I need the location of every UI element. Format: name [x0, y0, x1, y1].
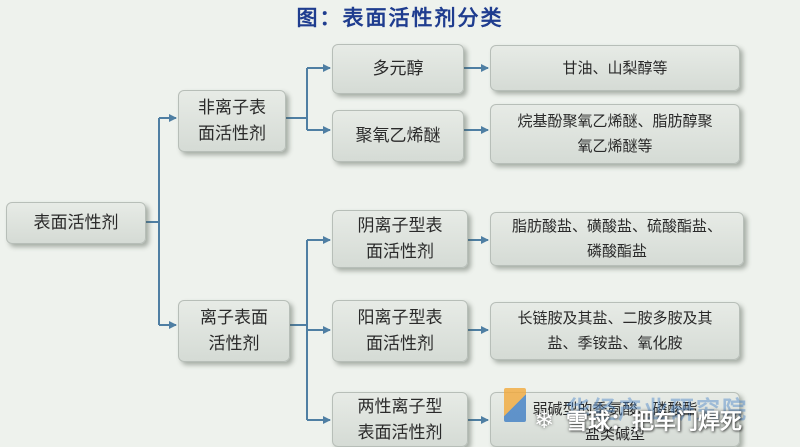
type-node-anionic: 阴离子型表 面活性剂 [332, 210, 468, 268]
example-text-line: 烷基酚聚氧乙烯醚、脂肪醇聚 [517, 112, 713, 130]
example-node-anionic: 脂肪酸盐、磺酸盐、硫酸酯盐、 磷酸酯盐 [490, 212, 744, 266]
example-node-polyol: 甘油、山梨醇等 [490, 45, 740, 91]
type-node-cationic: 阳离子型表 面活性剂 [332, 300, 468, 362]
branch-label-line: 离子表面 [200, 308, 268, 328]
org-logo [504, 388, 526, 422]
platform-name: 雪球 [566, 410, 611, 435]
snowball-icon: ❄ [533, 406, 555, 434]
type-label-line: 面活性剂 [366, 334, 434, 354]
branch-label-line: 活性剂 [208, 334, 260, 354]
root-label: 表面活性剂 [33, 213, 119, 233]
platform-watermark: 雪球：把车门焊死 [566, 404, 742, 436]
example-node-amphoteric: 弱碱型的季氨酸、磷酸酯 盐类碱型 [490, 392, 740, 447]
type-label: 多元醇 [372, 59, 424, 79]
example-text-line: 磷酸酯盐 [586, 242, 647, 260]
root-node: 表面活性剂 [6, 202, 146, 244]
type-label-line: 阴离子型表 [357, 216, 443, 236]
type-label-line: 两性离子型 [357, 396, 443, 417]
branch-label-line: 面活性剂 [198, 124, 266, 144]
type-label-line: 阳离子型表 [357, 308, 443, 328]
example-text-line: 盐类碱型 [584, 425, 645, 443]
example-text-line: 氧乙烯醚等 [577, 137, 653, 155]
diagram-title: 图：表面活性剂分类 [296, 5, 504, 30]
example-text: 甘油、山梨醇等 [562, 58, 668, 77]
example-node-polyoxyethylene-ether: 烷基酚聚氧乙烯醚、脂肪醇聚 氧乙烯醚等 [490, 104, 740, 164]
type-node-amphoteric: 两性离子型 表面活性剂 [332, 392, 468, 447]
org-watermark: 华经产业研究院 [566, 396, 748, 424]
example-text-line: 盐、季铵盐、氧化胺 [547, 334, 683, 352]
example-text-line: 脂肪酸盐、磺酸盐、硫酸酯盐、 [511, 217, 722, 235]
branch-label-line: 非离子表 [198, 98, 266, 118]
example-node-cationic: 长链胺及其盐、二胺多胺及其 盐、季铵盐、氧化胺 [490, 302, 740, 360]
watermark-user: 把车门焊死 [632, 410, 743, 435]
example-text-line: 长链胺及其盐、二胺多胺及其 [517, 309, 713, 327]
type-label-line: 面活性剂 [366, 242, 434, 262]
type-node-polyoxyethylene-ether: 聚氧乙烯醚 [332, 110, 464, 162]
type-node-polyol: 多元醇 [332, 44, 464, 94]
example-text-line: 弱碱型的季氨酸、磷酸酯 [532, 400, 698, 418]
branch-node-nonionic: 非离子表 面活性剂 [178, 90, 286, 152]
type-label: 聚氧乙烯醚 [355, 126, 441, 146]
watermark-separator: ： [610, 410, 633, 435]
type-label-line: 表面活性剂 [357, 422, 443, 443]
branch-node-ionic: 离子表面 活性剂 [178, 300, 290, 362]
